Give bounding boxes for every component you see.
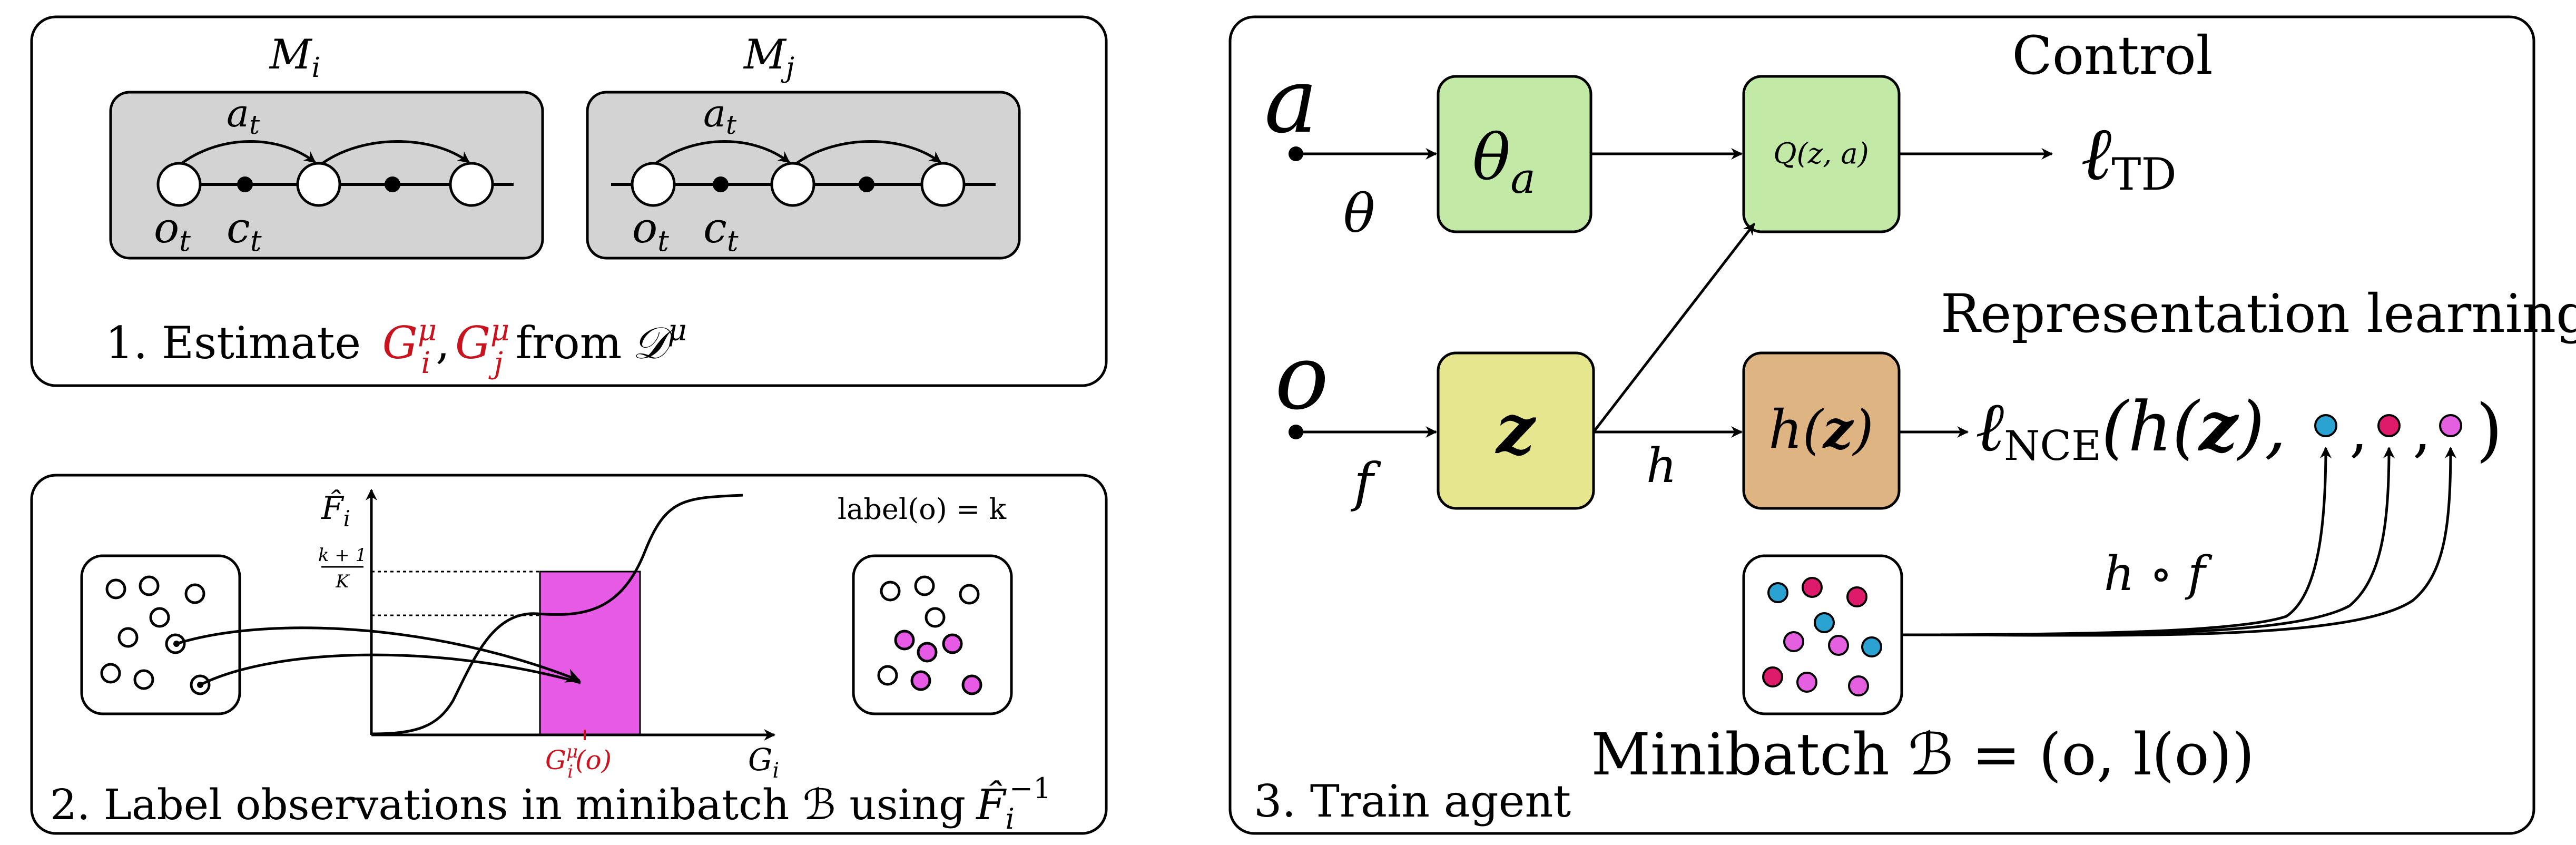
action-arrow [655,140,790,165]
minibatch-box [1742,554,1903,715]
context-node [385,176,400,192]
obs-node [631,162,676,207]
projection-label: h(z) [1768,398,1873,460]
observation-dot [139,575,160,596]
minibatch-dot [1796,672,1817,693]
minibatch-box-group [1742,554,1903,715]
observation-dot [105,578,126,600]
nce-comma: , [2349,397,2368,464]
nce-sample-dot-blue [2314,414,2337,437]
obs-node [156,162,202,207]
minibatch-label: Minibatch ℬ = (o, l(o)) [1591,721,2254,788]
encoder-label: z [1495,389,1537,469]
mdp-right-title: Mj [743,31,794,84]
obs-node [920,162,966,207]
context-label: ct [703,203,739,258]
action-arrow [181,140,316,165]
observation-dot [925,607,946,628]
minibatch-dot [1828,635,1849,656]
nce-sample-dot-pink [2439,414,2462,437]
cdf-curve [371,494,743,735]
fraction-denominator: K [335,571,350,592]
mapping-arrow [176,626,581,683]
hof-label: h ∘ f [2104,546,2213,602]
quantile-band [539,571,641,736]
observation-dot [959,584,980,605]
obs-label: ot [632,203,669,258]
action-arrow [795,140,941,165]
h-edge-label: h [1646,438,1677,494]
observation-dot [914,575,935,596]
nce-comma: , [2413,397,2431,464]
action-label: at [227,91,260,140]
fraction-numerator: k + 1 [318,545,367,566]
labeled-dot [910,670,931,691]
action-label: at [703,91,737,140]
labeled-dot [894,630,915,651]
labeled-dot [961,674,982,695]
mapping-arrow [199,653,581,686]
theta-edge-label: θ [1343,183,1375,244]
y-axis-label: F̂i [321,489,350,532]
hof-arrow [1902,446,2456,637]
observation-dot [880,581,901,602]
panel-3: a o θa θ Q(z, a) ℓTD Control z f h(z) h … [1228,15,2576,835]
minibatch-dot [1848,675,1869,696]
action-arrow [321,140,470,165]
context-node [713,176,729,192]
observation-dot [877,665,898,686]
minibatch-dot [1846,586,1867,607]
observation-dot [133,669,154,690]
observation-dot [117,627,139,648]
td-loss: ℓTD [2081,111,2177,200]
minibatch-dot [1767,582,1788,603]
observation-dot [149,607,170,628]
context-label: ct [227,203,262,258]
input-action: a [1264,49,1318,153]
theta-action-label: θa [1472,121,1536,203]
q-function-label: Q(z, a) [1773,137,1869,170]
obs-node [296,162,341,207]
panel-2-caption: 2. Label observations in minibatch ℬ usi… [50,772,1051,836]
labeled-dot [917,642,938,663]
observation-dot [100,663,121,684]
representation-learning-title: Representation learning [1941,283,2576,345]
observation-dot [184,583,205,604]
nce-loss: ℓNCE(h(z), [1975,386,2286,470]
obs-node [449,162,494,207]
label-equation: label(o) = k [838,493,1007,526]
context-node [237,176,253,192]
obs-node [770,162,815,207]
minibatch-dot [1802,577,1823,598]
nce-close-paren: ) [2476,389,2503,469]
minibatch-dot [1762,666,1783,687]
minibatch-dot [1783,631,1804,652]
mdp-right-chain: at ot ct [586,91,1021,260]
mdp-left-title: Mi [269,31,321,84]
observation-pool-right [852,554,1013,715]
input-observation: o [1275,326,1329,430]
minibatch-dot [1814,612,1835,633]
panel-3-caption: 3. Train agent [1254,775,1571,827]
labeled-dot [942,633,963,654]
x-axis-label: Gi [748,742,779,783]
obs-label: ot [154,203,191,258]
nce-sample-dot-red [2377,414,2401,437]
mdp-left-chain: at ot ct [109,91,544,260]
minibatch-dot [1861,636,1882,657]
panel-1: Mi Mj at ot ct [30,15,1108,387]
context-node [859,176,874,192]
control-title: Control [2012,25,2213,86]
